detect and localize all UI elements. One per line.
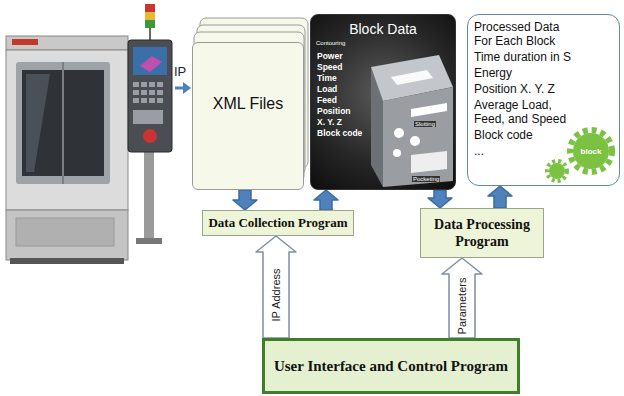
workpiece-block-part: [394, 128, 404, 138]
cnc-machine-part: [145, 12, 155, 20]
cnc-machine-part-part: [149, 98, 155, 103]
cnc-machine-part: [10, 258, 124, 264]
feature-label: Contouring: [316, 40, 345, 46]
node-title: Processed Data For Each Block: [474, 20, 570, 48]
cnc-machine-part: [6, 210, 128, 260]
cnc-machine-part: [145, 20, 155, 28]
feature-label: Pocketing: [412, 176, 440, 182]
gear-icon-part: [573, 133, 609, 169]
hollow-arrow: [256, 236, 296, 338]
cnc-machine-part-part: [133, 82, 139, 87]
node-text: Time: [317, 73, 337, 84]
cnc-machine-part: [6, 50, 128, 210]
edge-label: Parameters: [456, 278, 469, 335]
node-title: Data Collection Program: [208, 215, 347, 231]
node-text: ...: [474, 144, 578, 158]
flow-arrow: [233, 190, 257, 210]
gear-icon-part: [570, 130, 612, 172]
node-text: X. Y. Z: [317, 117, 342, 128]
workpiece-block-part: [393, 149, 401, 157]
cnc-machine-part: [144, 150, 154, 242]
node-title: User Interface and Control Program: [274, 357, 508, 375]
cnc-machine-part-part: [157, 90, 163, 95]
cnc-machine-part-part: [157, 82, 163, 87]
node-text: Load: [317, 84, 337, 95]
cnc-machine-part: [145, 4, 155, 12]
flow-arrow: [428, 190, 452, 208]
node-title: Data Processing Program: [425, 216, 539, 250]
ip-arrow: [175, 82, 191, 94]
process-box: Data Processing Program: [420, 208, 544, 258]
cnc-machine-part-part: [157, 98, 163, 103]
cnc-machine-part-part: [133, 98, 139, 103]
node-text: Block code: [317, 128, 362, 139]
node-text: Feed: [317, 95, 337, 106]
cnc-machine-part-part: [133, 90, 139, 95]
process-box: Data Collection Program: [202, 210, 354, 236]
output-box: Processed Data For Each BlockTime durati…: [467, 14, 620, 186]
node-text: Position X. Y. Z: [474, 82, 578, 96]
workpiece-block-part: [391, 70, 433, 85]
hollow-arrow: [442, 258, 482, 338]
ip-arrow-part: [175, 87, 184, 90]
node-text: Position: [317, 106, 351, 117]
cnc-machine-part: [26, 74, 50, 172]
cnc-machine-part: [143, 129, 157, 143]
node-text: Speed: [317, 62, 343, 73]
node-text: Power: [317, 51, 343, 62]
feature-label: Slotting: [414, 121, 436, 127]
flow-arrow: [314, 190, 338, 210]
ip-arrow-part: [183, 82, 191, 94]
workpiece-block-part: [411, 151, 447, 173]
cnc-machine-part: [16, 218, 114, 246]
cnc-machine-part: [136, 238, 162, 244]
gear-label: block: [581, 147, 602, 156]
workpiece-block-part: [383, 87, 453, 187]
link-label: IP: [174, 64, 186, 79]
workpiece-block-part: [410, 136, 420, 146]
cnc-machine-part: [133, 47, 167, 75]
cnc-machine-part: [6, 36, 128, 50]
cnc-machine: [6, 4, 172, 264]
cnc-machine-part-part: [149, 90, 155, 95]
cnc-machine-part-part: [149, 82, 155, 87]
workpiece-block-part: [411, 103, 447, 117]
cnc-machine-part-part: [133, 110, 163, 124]
node-text: Average Load, Feed, and Speed: [474, 98, 578, 126]
file-stack: XML Files: [192, 42, 304, 190]
cnc-machine-part: [128, 40, 172, 152]
node-text: Energy: [474, 66, 578, 80]
gear-icon-part: [547, 161, 567, 181]
gear-icon-part: [549, 163, 565, 179]
cnc-machine-part-part: [141, 82, 147, 87]
cnc-machine-part: [133, 82, 163, 124]
node-title: XML Files: [213, 95, 284, 113]
cnc-machine-part: [140, 56, 162, 72]
node-text: Block code: [474, 128, 578, 142]
cnc-machine-part: [62, 62, 64, 184]
edge-label: IP Address: [270, 269, 283, 322]
control-box: User Interface and Control Program: [262, 338, 520, 394]
flow-arrow: [488, 186, 512, 208]
cnc-machine-part-part: [141, 90, 147, 95]
cnc-machine-part-part: [141, 98, 147, 103]
node-title: Block Data: [317, 21, 449, 37]
cnc-machine-part: [12, 39, 38, 45]
cnc-machine-part: [16, 62, 110, 184]
node-text: Time duration in S: [474, 50, 578, 64]
